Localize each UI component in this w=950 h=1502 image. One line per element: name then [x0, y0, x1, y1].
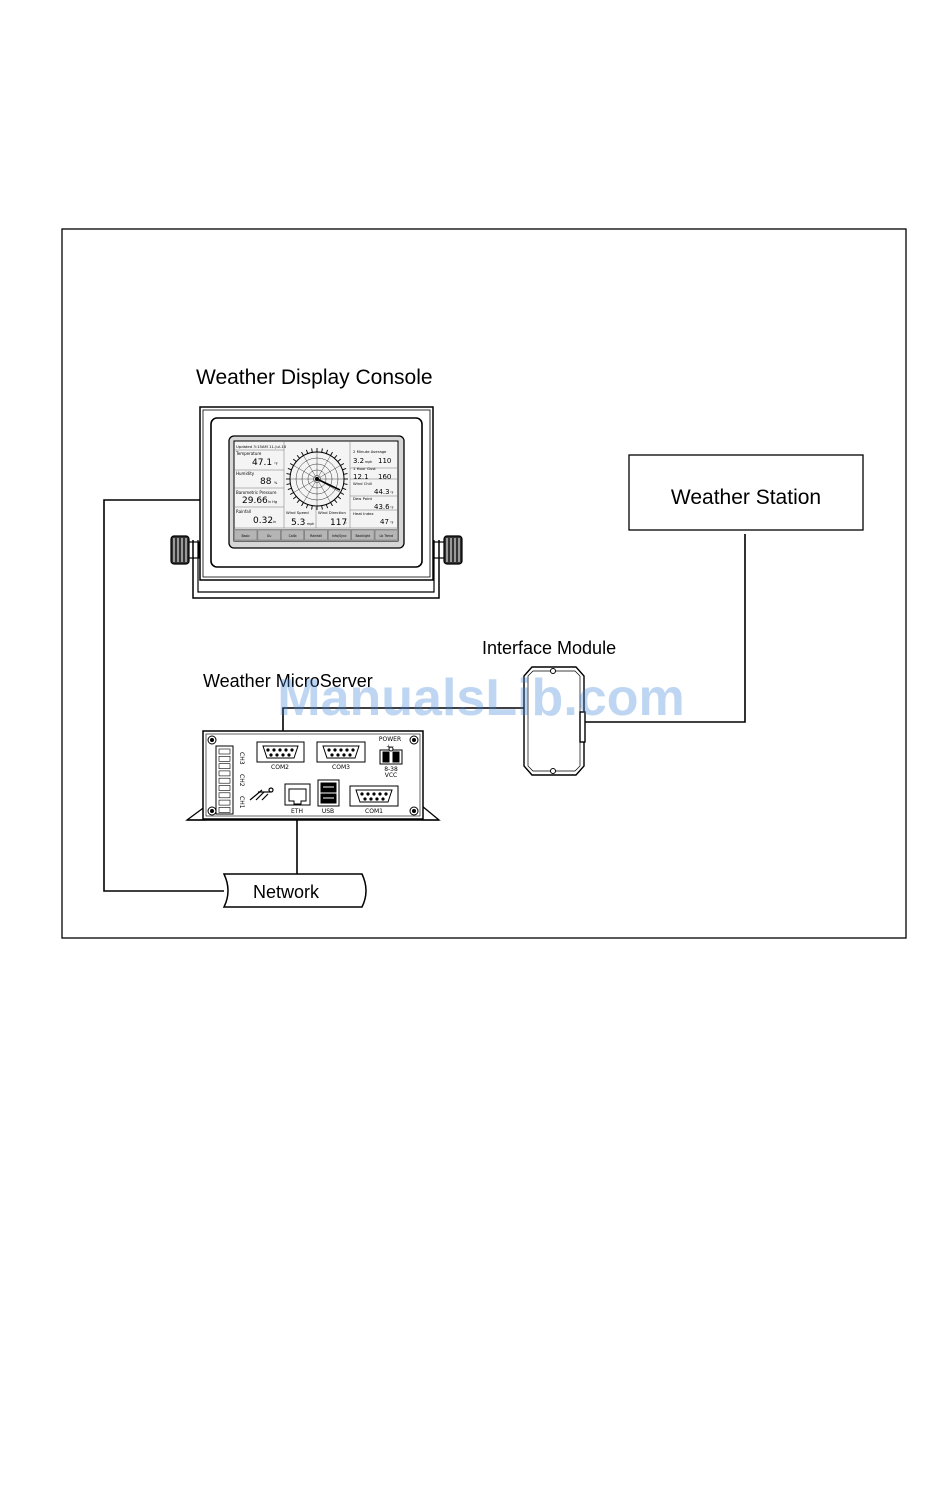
eth-port [284, 783, 311, 806]
microserver-label: Weather MicroServer [203, 671, 373, 691]
weather-microserver: CH3 CH2 CH1 COM2 COM3 POWER + - [185, 730, 441, 821]
wind-compass [286, 448, 348, 510]
svg-text:Temperature: Temperature [235, 451, 262, 456]
svg-text:Dew Point: Dew Point [353, 496, 373, 501]
cell-humidity: Humidity 88 % [236, 471, 278, 487]
svg-text:Wind Direction: Wind Direction [318, 510, 346, 515]
ch1-label: CH1 [238, 796, 245, 809]
screen-header: Updated 3:15AM 11-Jul-16 [236, 444, 287, 449]
svg-text:°F: °F [390, 521, 394, 525]
network-label: Network [253, 882, 320, 902]
row-wind-chill: Wind Chill 44.3 °F [353, 481, 394, 496]
svg-text:in: in [273, 520, 276, 524]
wind-pointer [316, 478, 341, 491]
svg-text:44.3: 44.3 [374, 488, 390, 496]
voltage-label: 8-38 [384, 766, 398, 773]
svg-text:3.2: 3.2 [353, 457, 364, 465]
connection-lines [103, 499, 746, 892]
svg-text:2 Minute Average: 2 Minute Average [353, 449, 387, 454]
svg-text:Heat Index: Heat Index [353, 511, 374, 516]
row-dew-point: Dew Point 43.6 °F [353, 496, 394, 511]
svg-text:12.1: 12.1 [353, 473, 369, 481]
cell-wind-direction: Wind Direction 117 ° [318, 510, 347, 528]
cell-pressure: Barometric Pressure 29.66 in Hg [236, 490, 277, 506]
svg-text:88: 88 [260, 477, 272, 487]
interface-label: Interface Module [482, 638, 616, 658]
svg-text:117: 117 [330, 518, 347, 528]
eth-label: ETH [291, 808, 303, 815]
svg-text:Wind Chill: Wind Chill [353, 481, 372, 486]
ch3-label: CH3 [238, 752, 245, 765]
console-network-line [103, 499, 224, 892]
svg-text:mph: mph [307, 522, 314, 526]
com2-port [256, 741, 305, 763]
row-1hr-gust: 1 Hour Gust 12.1 160 [353, 466, 391, 481]
screen-tab: Lb Trend [380, 534, 394, 538]
screen-left-panel [234, 441, 398, 529]
screen-right-panel [350, 467, 398, 511]
weather-station-box [628, 454, 864, 531]
diagram-frame [61, 228, 907, 939]
terminal-block [215, 745, 234, 815]
svg-text:47.1: 47.1 [252, 458, 272, 468]
screen-tab: Rainfall [310, 534, 322, 538]
screen-tab: Calib [289, 534, 297, 538]
right-knob [433, 535, 463, 565]
screen-tab: Backlight [355, 534, 371, 538]
weather-display-console: Updated 3:15AM 11-Jul-16 Temperature 47.… [170, 406, 463, 599]
svg-text:%: % [274, 481, 278, 485]
cell-wind-speed: Wind Speed 5.3 mph [286, 510, 314, 528]
svg-text:1 Hour Gust: 1 Hour Gust [353, 466, 376, 471]
usb-port [317, 779, 340, 807]
com2-interface-line [282, 707, 524, 741]
usb-label: USB [322, 808, 334, 815]
svg-text:°F: °F [390, 506, 394, 510]
com2-label: COM2 [271, 764, 289, 771]
power-label: POWER [379, 736, 401, 743]
power-connector [379, 746, 403, 765]
ch2-label: CH2 [238, 774, 245, 787]
screen-tab: Info/Sync [332, 534, 347, 538]
weather-station-label: Weather Station [671, 486, 821, 509]
cell-rainfall: Rainfall 0.32 in [236, 509, 276, 526]
screen-tab: Gu [267, 534, 272, 538]
svg-text:mph: mph [365, 460, 372, 464]
svg-text:29.66: 29.66 [242, 496, 268, 506]
svg-text:°: ° [345, 522, 347, 526]
watermark: ManualsLib.com [277, 669, 684, 727]
com1-label: COM1 [365, 808, 383, 815]
ground-icon [249, 787, 274, 801]
com3-port [316, 741, 366, 763]
interface-station-line [584, 534, 746, 723]
com3-label: COM3 [332, 764, 350, 771]
console-bracket [192, 540, 440, 599]
svg-text:in Hg: in Hg [268, 500, 277, 504]
console-label: Weather Display Console [196, 366, 433, 389]
svg-text:0.32: 0.32 [253, 516, 273, 526]
svg-text:Humidity: Humidity [236, 471, 255, 476]
network-shape [222, 873, 367, 908]
svg-text:Rainfall: Rainfall [236, 509, 251, 514]
svg-text:43.6: 43.6 [374, 503, 390, 511]
svg-text:°F: °F [390, 491, 394, 495]
vcc-label: VCC [385, 772, 397, 779]
svg-text:110: 110 [378, 457, 391, 465]
row-2min-average: 2 Minute Average 3.2 mph 110 [353, 449, 391, 465]
svg-text:Wind Speed: Wind Speed [286, 510, 309, 515]
svg-text:°F: °F [274, 462, 278, 466]
interface-module [523, 666, 586, 776]
row-heat-index: Heat Index 47 °F [353, 511, 394, 526]
screen-tab: Basic [241, 534, 250, 538]
com1-port [349, 785, 399, 807]
svg-text:5.3: 5.3 [291, 518, 305, 528]
svg-text:160: 160 [378, 473, 391, 481]
svg-text:47: 47 [380, 518, 389, 526]
screen-tabs: Basic Gu Calib Rainfall Info/Sync Backlight Lb… [234, 529, 398, 541]
svg-text:Barometric Pressure: Barometric Pressure [236, 490, 277, 495]
left-knob [170, 535, 200, 565]
cell-temperature: Temperature 47.1 °F [235, 451, 278, 468]
